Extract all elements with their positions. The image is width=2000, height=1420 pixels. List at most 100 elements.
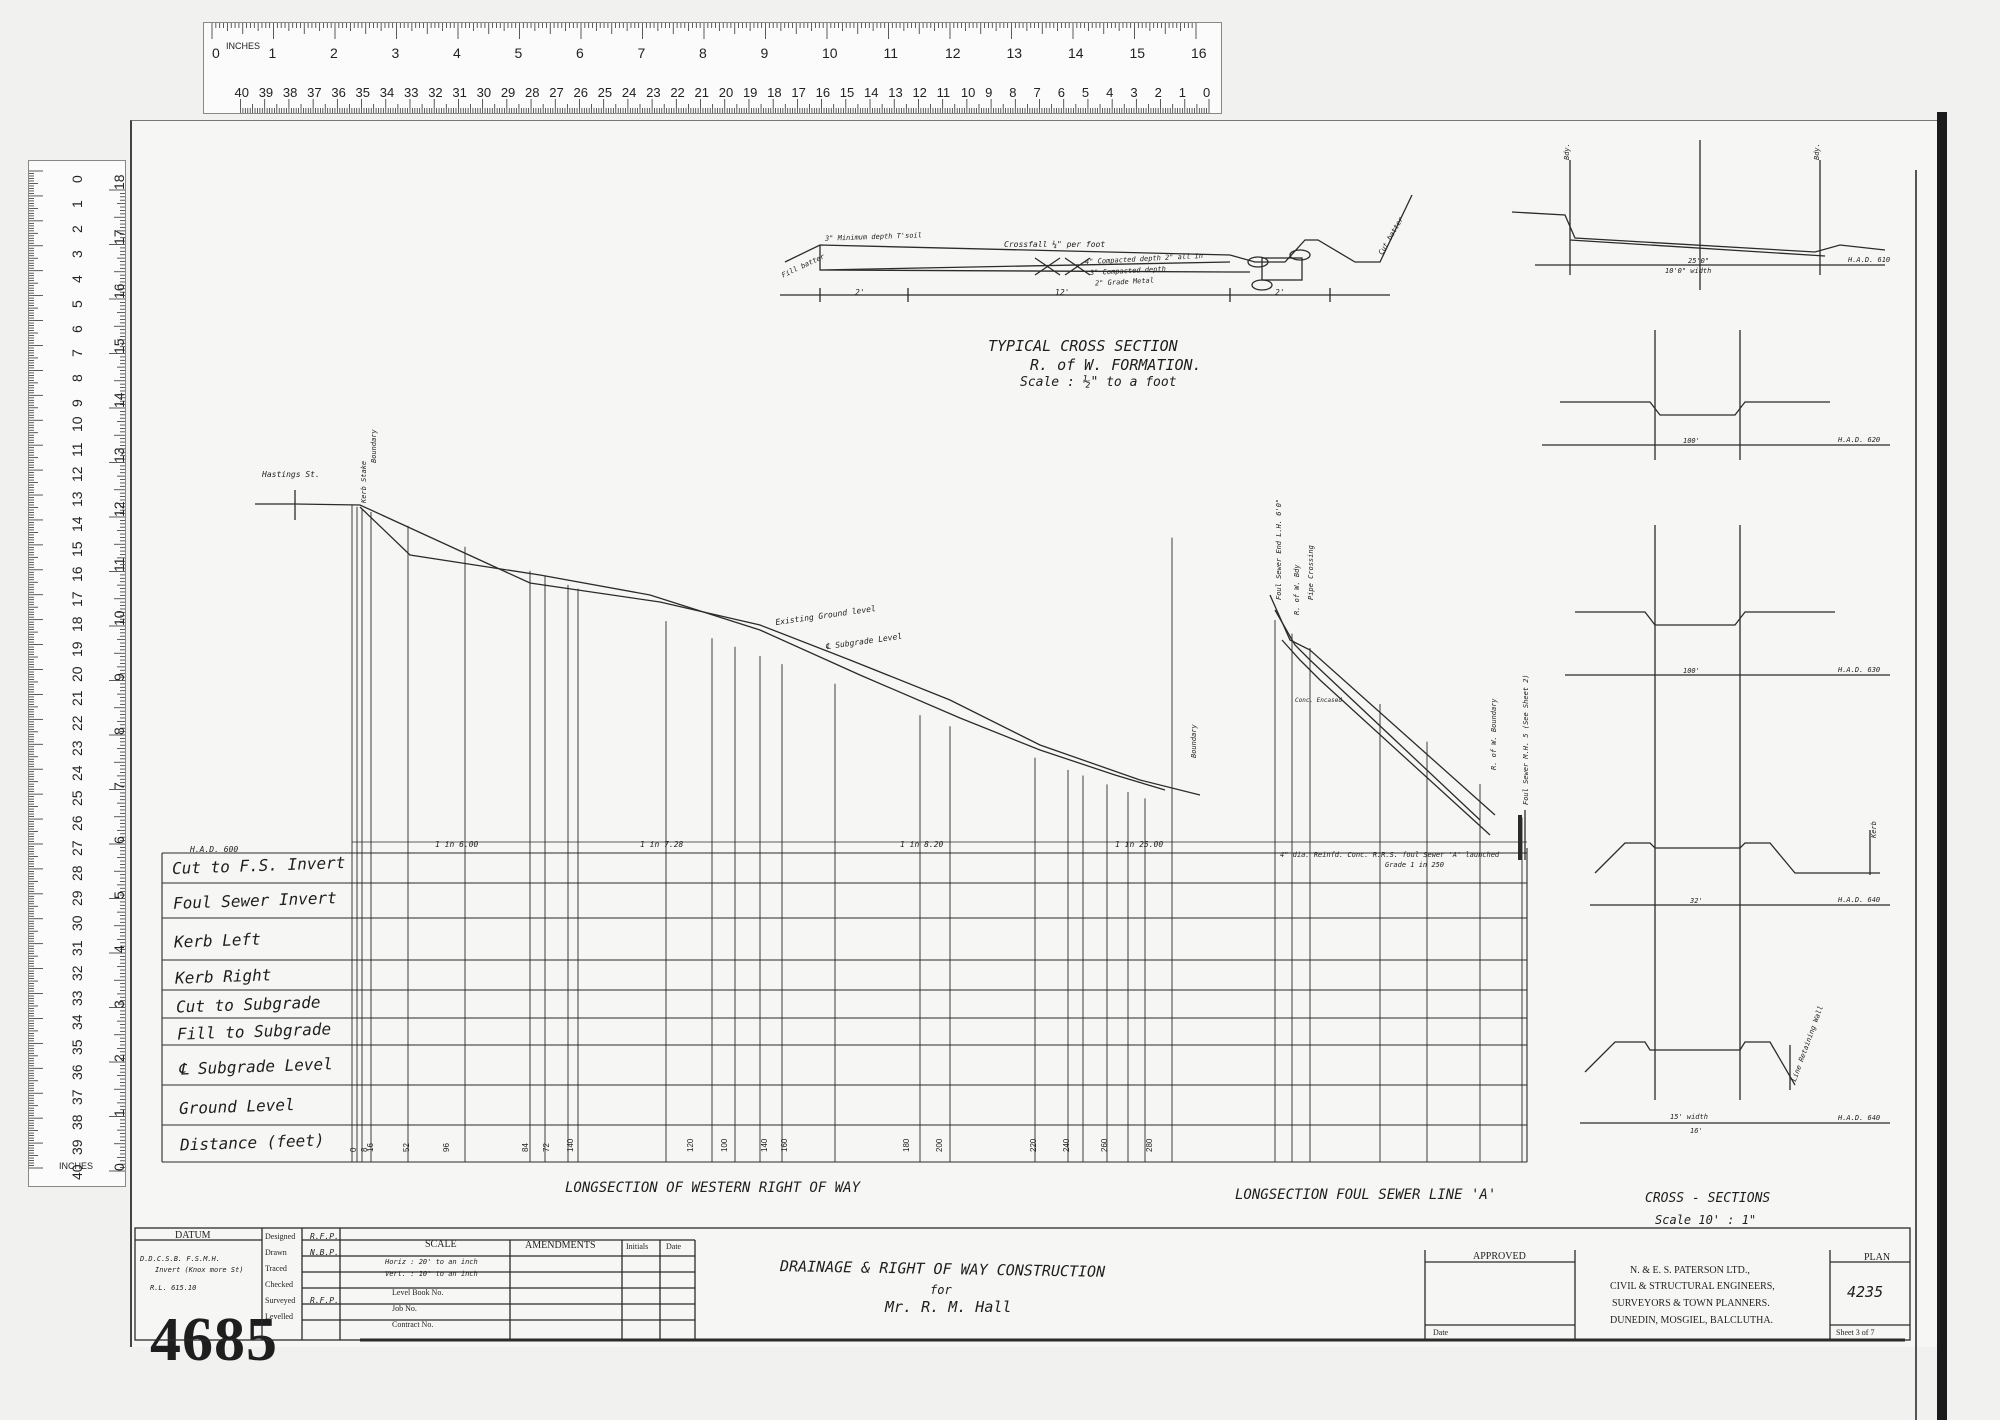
plan-header: PLAN	[1864, 1252, 1891, 1263]
cs-dim-2: 100'	[1683, 437, 1700, 445]
top-ruler-cm-label: 22	[670, 85, 685, 100]
top-ruler-cm-label: 34	[379, 85, 395, 100]
role-label: Drawn	[265, 1248, 287, 1257]
cs-bdy-right: Bdy.	[1813, 143, 1821, 160]
top-ruler-cm-label: 14	[864, 85, 879, 100]
grade-3: 1 in 8.20	[900, 840, 944, 849]
datum-header: DATUM	[175, 1230, 211, 1241]
top-ruler-inch-label: 3	[391, 45, 400, 61]
distance-value: 200	[935, 1138, 944, 1152]
datum-line-1: D.D.C.S.B. F.S.M.H.	[140, 1255, 221, 1263]
top-ruler-unit-label: INCHES	[226, 41, 261, 51]
firm-line-4: DUNEDIN, MOSGIEL, BALCLUTHA.	[1610, 1315, 1774, 1326]
top-ruler-inch-label: 0	[212, 45, 220, 61]
role-initials: N.B.P.	[310, 1248, 339, 1257]
longsection-table-grid	[161, 505, 1528, 1163]
drawing-sheet	[130, 120, 1947, 1347]
distance-value: 72	[542, 1143, 551, 1152]
cs-had-3: H.A.D. 630	[1838, 666, 1881, 674]
contract-no-field: Contract No.	[392, 1320, 434, 1329]
cs-width-2: 15' width	[1670, 1113, 1708, 1121]
top-ruler-cm-label: 27	[549, 85, 564, 100]
cs-had-2: H.A.D. 620	[1838, 436, 1881, 444]
cs-width-3: 16'	[1690, 1127, 1703, 1135]
cs-kerb: Kerb	[1870, 821, 1878, 838]
cross-section-3-drawing	[1565, 525, 1890, 1100]
initials-header: Initials	[626, 1242, 649, 1251]
cs-dim-4: 32'	[1690, 897, 1703, 905]
top-ruler-cm-label: 21	[694, 85, 709, 100]
top-ruler-cm-label: 6	[1057, 85, 1065, 100]
top-ruler-cm-label: 33	[403, 85, 419, 100]
typical-section-scale: Scale : ½" to a foot	[1020, 375, 1177, 390]
typical-section-title-line2: R. of W. FORMATION.	[1030, 356, 1202, 374]
top-ruler-cm-label: 26	[573, 85, 588, 100]
typical-dim-left: 2'	[855, 288, 865, 297]
top-ruler-inch-label: 8	[699, 45, 707, 61]
top-ruler-cm-label: 19	[742, 85, 758, 100]
top-ruler-inch-label: 11	[883, 45, 899, 61]
cross-section-2-drawing	[1542, 330, 1890, 460]
sewer-label-row-bdy: R. of W. Bdy	[1293, 564, 1301, 615]
top-ruler-cm-label: 8	[1009, 85, 1017, 100]
top-ruler-inch-label: 12	[945, 45, 961, 61]
top-ruler-cm-label: 24	[621, 85, 637, 100]
label-boundary-left: Boundary	[370, 429, 378, 463]
top-ruler-cm-label: 12	[912, 85, 927, 100]
firm-line-1: N. & E. S. PATERSON LTD.,	[1630, 1265, 1750, 1276]
top-ruler-cm-label: 32	[428, 85, 443, 100]
top-ruler-cm-label: 11	[936, 85, 951, 100]
drawing-title-line3: Mr. R. M. Hall	[885, 1298, 1012, 1316]
top-ruler-cm-label: 18	[767, 85, 782, 100]
top-ruler-cm-label: 10	[960, 85, 976, 100]
distance-value: 260	[1100, 1138, 1109, 1152]
sewer-grade: Grade 1 in 250	[1385, 861, 1445, 869]
top-ruler-inch-label: 10	[822, 45, 838, 61]
sewer-note: 4" dia. Reinfd. Conc. R.R.S. foul Sewer …	[1280, 851, 1500, 859]
datum-line-2: Invert (Knox more St)	[155, 1266, 244, 1274]
label-boundary-right: Boundary	[1190, 724, 1198, 758]
typical-section-title-line1: TYPICAL CROSS SECTION	[988, 337, 1178, 355]
left-ruler-ticks	[29, 170, 125, 1172]
top-ruler-cm-label: 30	[476, 85, 492, 100]
distance-value: 160	[780, 1138, 789, 1152]
top-ruler-cm-label: 3	[1130, 85, 1138, 100]
top-ruler-inch-label: 15	[1129, 45, 1146, 61]
top-ruler-cm-label: 31	[452, 85, 467, 100]
scale-vert: Vert. : 10' to an inch	[385, 1270, 478, 1278]
top-ruler-cm-label: 15	[839, 85, 855, 100]
approved-date: Date	[1433, 1328, 1449, 1337]
firm-line-3: SURVEYORS & TOWN PLANNERS.	[1612, 1298, 1770, 1309]
top-ruler-ticks	[211, 23, 1210, 113]
distance-value: 84	[521, 1143, 530, 1152]
sheet-right-inner	[1915, 170, 1917, 1420]
top-ruler-cm-label: 1	[1178, 85, 1187, 100]
scale-header: SCALE	[425, 1239, 457, 1250]
top-ruler-cm-label: 40	[234, 85, 249, 100]
sewer-label-end: Foul Sewer End L.H. 6'0"	[1275, 498, 1283, 600]
top-ruler-inch-label: 6	[576, 45, 584, 61]
top-ruler-inch-label: 2	[330, 45, 338, 61]
top-ruler-cm-label: 37	[307, 85, 322, 100]
top-ruler-inch-label: 16	[1191, 45, 1207, 61]
top-ruler-cm-label: 7	[1033, 85, 1041, 100]
cs-had-5: H.A.D. 640	[1838, 1114, 1881, 1122]
sheet-of: Sheet 3 of 7	[1836, 1328, 1875, 1337]
sewer-label-pipe-crossing: Pipe Crossing	[1307, 545, 1315, 600]
cross-sections-scale: Scale 10' : 1"	[1655, 1213, 1757, 1227]
cs-dim-1: 25'0"	[1688, 257, 1710, 265]
distance-value: 96	[442, 1143, 451, 1152]
sewer-label-conc-encased: Conc. Encased	[1295, 697, 1342, 704]
level-book-field: Level Book No.	[392, 1288, 444, 1297]
cs-width-1: 10'0" width	[1665, 267, 1712, 275]
label-hastings-st: Hastings St.	[262, 470, 320, 479]
typical-dim-centre: 12'	[1055, 288, 1070, 297]
top-ruler-cm-label: 0	[1203, 85, 1211, 100]
distance-value: 120	[686, 1138, 695, 1152]
top-ruler-inch-label: 14	[1068, 45, 1084, 61]
cross-section-1-drawing	[1511, 140, 1886, 290]
